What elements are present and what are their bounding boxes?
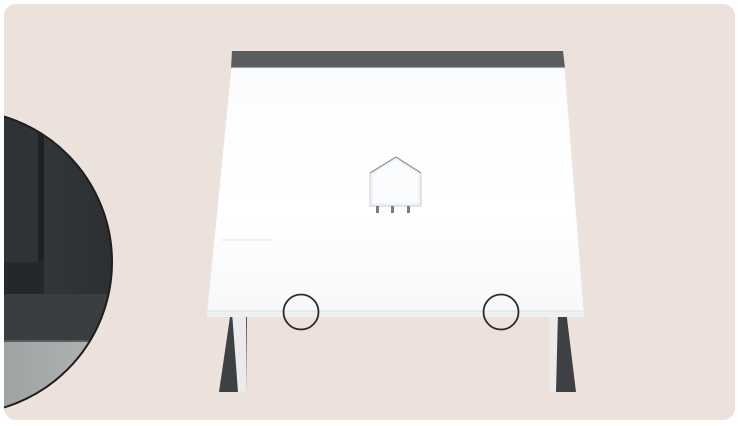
table-leg-left xyxy=(219,310,247,392)
table-leg-right xyxy=(549,310,576,392)
tabletop-front-edge xyxy=(207,311,584,317)
house-outline-icon xyxy=(369,156,422,213)
back-edge-strip xyxy=(231,51,565,68)
callout-circle-right xyxy=(482,293,520,331)
callout-circle-left xyxy=(282,293,320,331)
